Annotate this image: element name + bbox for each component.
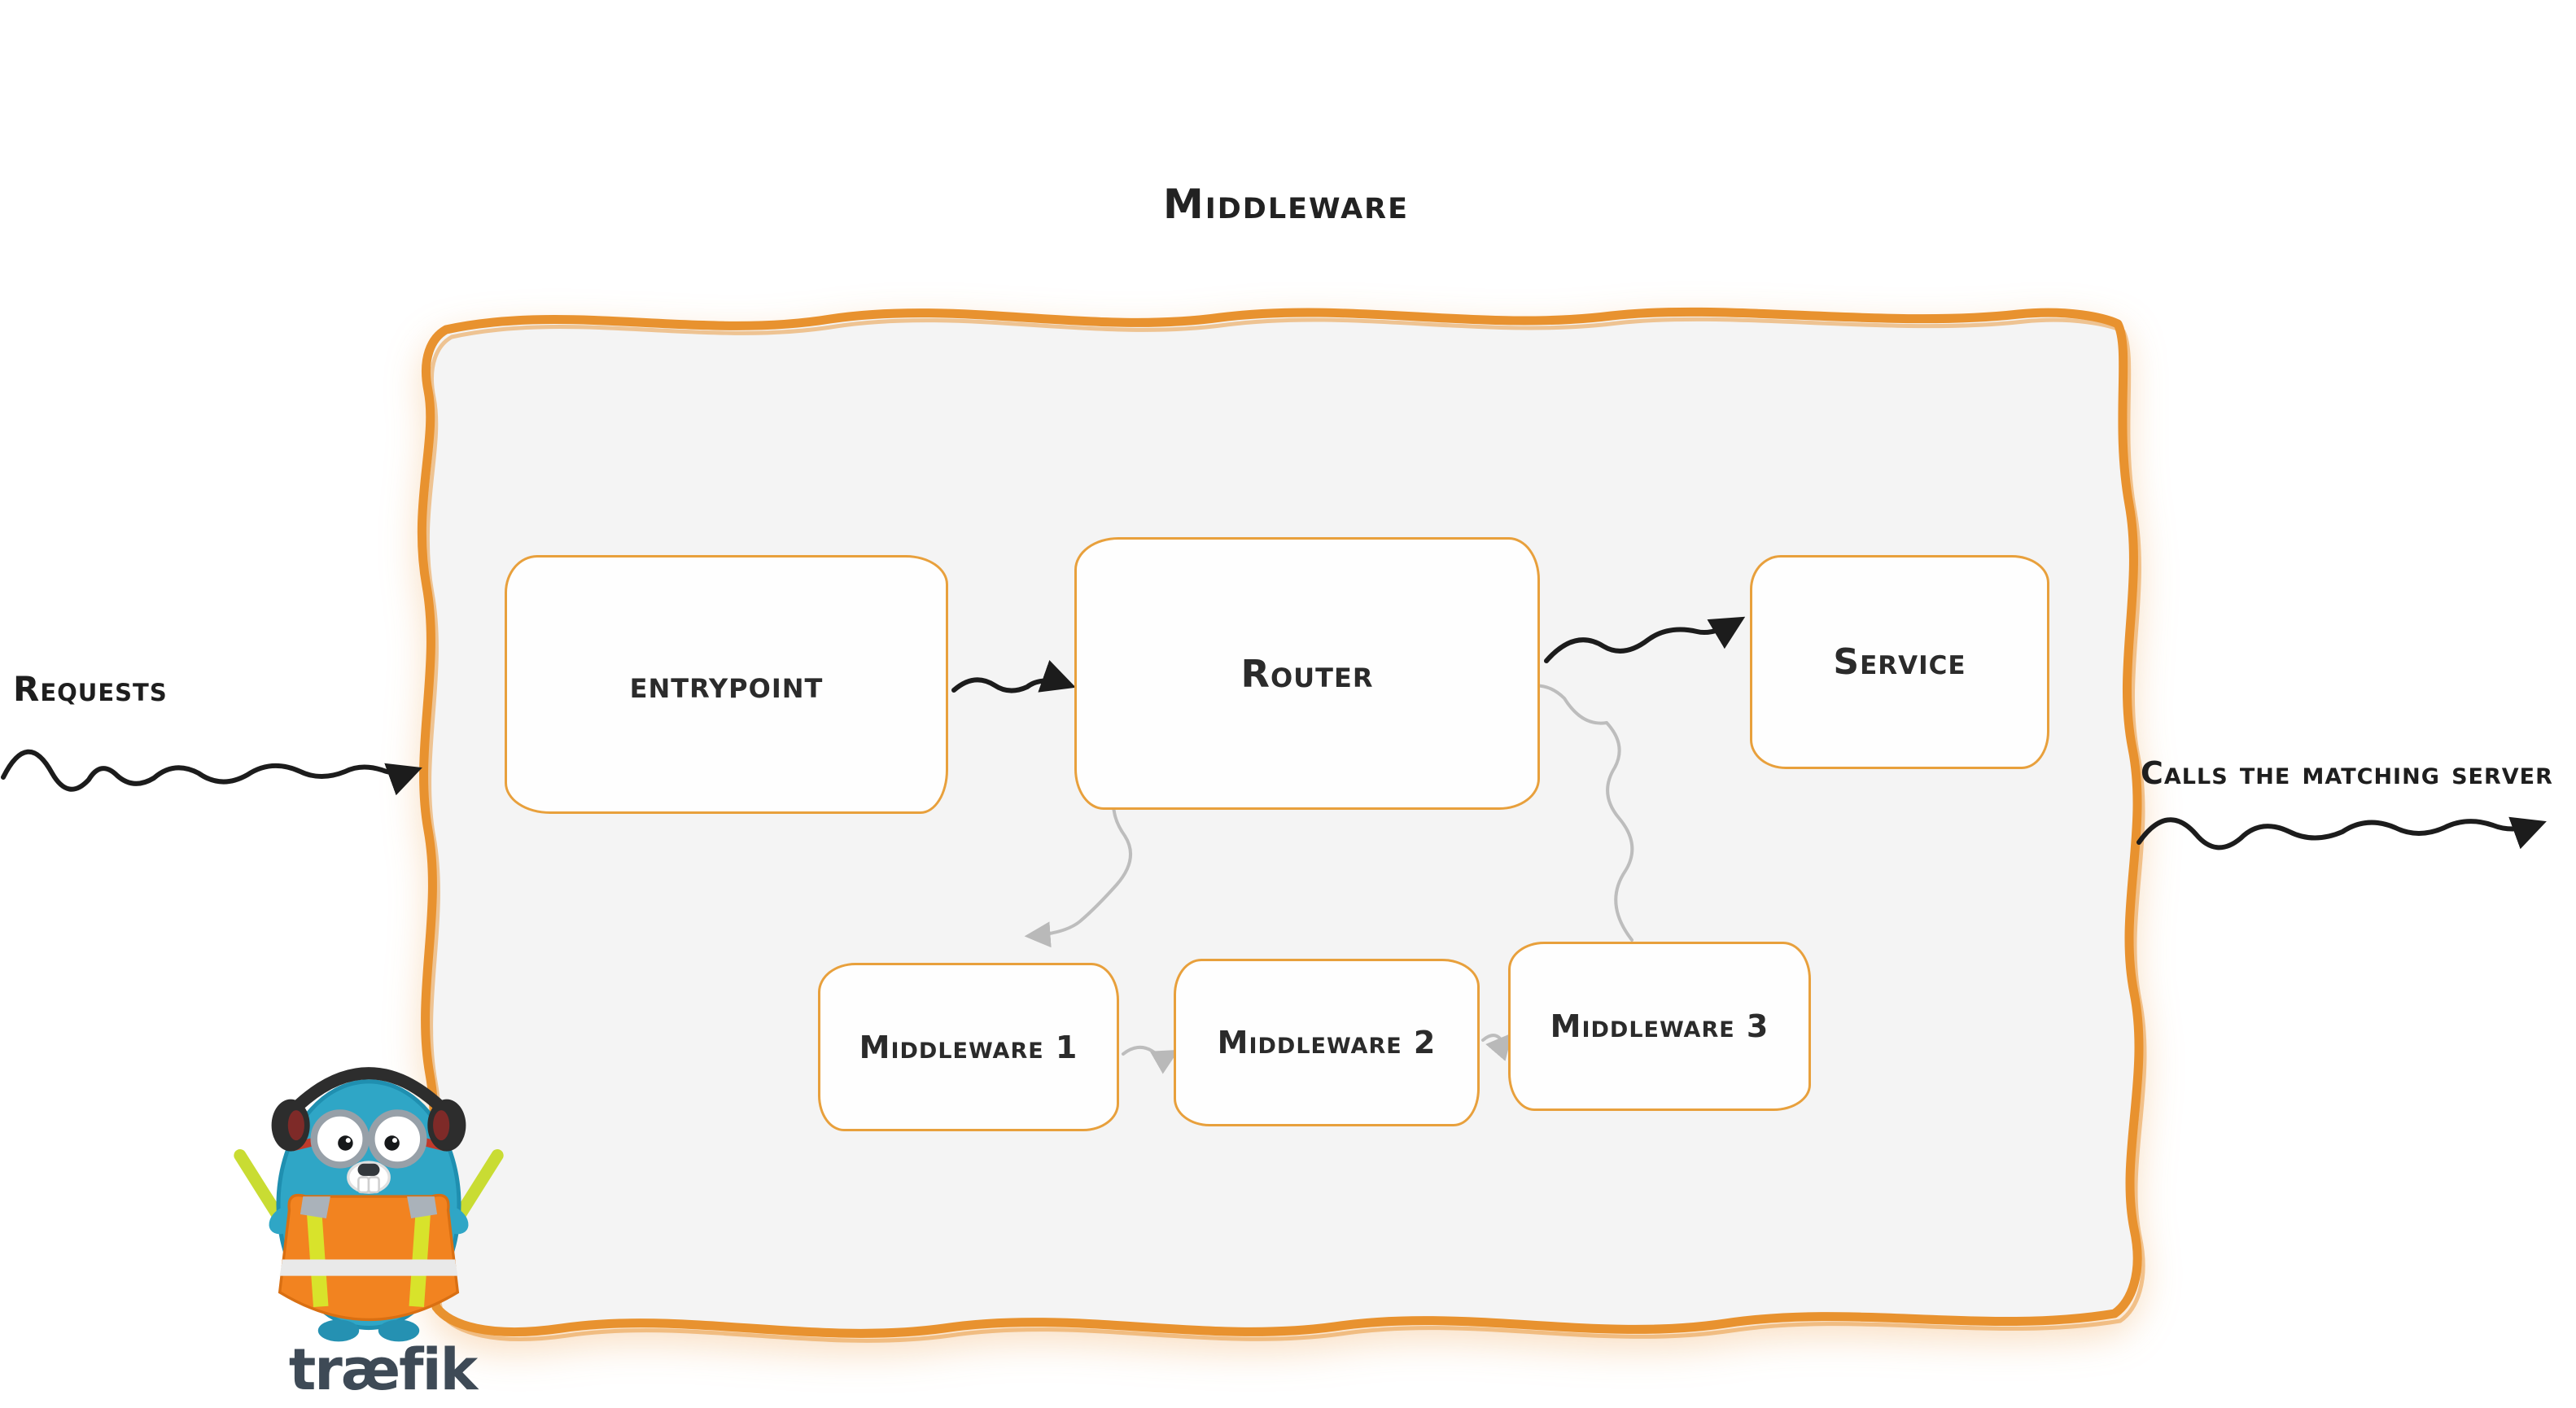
container-sketch-stroke <box>425 317 2147 1343</box>
node-middleware-1-label: Middleware 1 <box>859 1029 1078 1065</box>
arrow-entrypoint-to-router <box>951 660 1076 693</box>
gopher-muzzle <box>347 1161 391 1194</box>
node-router: Router <box>1074 537 1540 810</box>
node-middleware-1: Middleware 1 <box>818 963 1119 1131</box>
node-service-label: Service <box>1833 641 1966 683</box>
gopher-vest <box>278 1193 460 1322</box>
node-service: Service <box>1750 555 2049 769</box>
node-middleware-3-label: Middleware 3 <box>1550 1008 1769 1044</box>
node-entrypoint-label: entrypoint <box>629 662 824 706</box>
gopher-headphones <box>271 1067 466 1152</box>
calls-label: Calls the matching server <box>2141 755 2553 791</box>
arrow-calls-out <box>2136 816 2547 850</box>
node-router-label: Router <box>1240 651 1374 696</box>
traefik-wordmark: træfik <box>288 1336 478 1403</box>
node-middleware-3: Middleware 3 <box>1508 942 1811 1111</box>
node-middleware-2: Middleware 2 <box>1174 959 1480 1126</box>
arrow-middleware1-to-middleware2 <box>1122 1045 1179 1074</box>
requests-label: Requests <box>13 669 168 709</box>
traefik-gopher-logo <box>234 1067 504 1342</box>
gopher-feet <box>317 1319 420 1342</box>
container-outline <box>417 307 2144 1338</box>
middleware-container <box>417 307 2147 1343</box>
arrow-middleware2-to-middleware3 <box>1481 1033 1513 1061</box>
arrow-requests-in <box>1 749 422 796</box>
diagram-title: Middleware <box>1162 181 1410 228</box>
arrow-router-to-service <box>1544 616 1746 663</box>
node-entrypoint: entrypoint <box>505 555 948 814</box>
node-middleware-2-label: Middleware 2 <box>1217 1025 1437 1060</box>
arrow-middleware3-to-router <box>1511 670 1634 942</box>
